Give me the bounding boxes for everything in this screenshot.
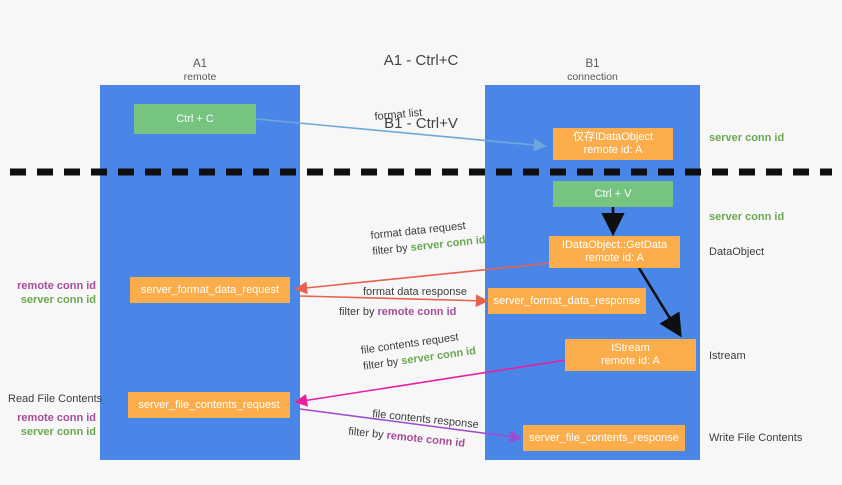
filter-by-text-4: filter by [347,425,388,442]
node-idataobject-getdata[interactable]: IDataObject::GetData remote id: A [549,236,680,268]
node-server-format-data-request[interactable]: server_format_data_request [130,277,290,303]
right-label-istream: Istream [709,350,746,362]
lane-b1-name: B1 [585,58,600,70]
node-ctrl-v-label: Ctrl + V [594,187,632,200]
msg-format-data-response-filter: filter by remote conn id [339,305,467,319]
node-getdata-title: IDataObject::GetData [561,239,668,251]
node-server-format-data-request-label: server_format_data_request [140,283,280,296]
lane-header-b1: B1 connection [485,58,700,84]
node-server-file-contents-request[interactable]: server_file_contents_request [128,392,290,418]
node-idataobject-top-sub: remote id: A [583,144,643,156]
lane-a1-sub: remote [183,71,217,83]
node-ctrl-c-label: Ctrl + C [176,112,214,125]
node-istream[interactable]: IStream remote id: A [565,339,696,371]
title-line-2: B1 - Ctrl+V [384,115,458,132]
node-server-file-contents-request-label: server_file_contents_request [138,398,280,411]
left-label-read-file-contents: Read File Contents [8,393,103,405]
arrow-format-data-response [299,294,489,308]
node-server-format-data-response-label: server_format_data_response [493,294,641,307]
node-ctrl-c[interactable]: Ctrl + C [134,104,256,134]
arrow-file-contents-response [299,408,523,443]
node-getdata-sub: remote id: A [585,252,644,264]
lane-b1-sub: connection [567,71,618,83]
node-istream-title: IStream [611,342,650,354]
node-server-file-contents-response[interactable]: server_file_contents_response [523,425,685,451]
arrow-format-list [255,118,547,152]
lane-a1-name: A1 [192,58,208,70]
right-label-write-file-contents: Write File Contents [709,432,803,444]
left-label-remote-conn-id-1: remote conn id [17,280,96,292]
page-title: A1 - Ctrl+C B1 - Ctrl+V [0,8,842,155]
filter-by-text-2: filter by [339,306,378,318]
msg-format-data-response: format data response filter by remote co… [339,285,467,319]
right-label-server-conn-id-1: server conn id [709,132,785,144]
node-server-format-data-response[interactable]: server_format_data_response [488,288,646,314]
left-label-server-conn-id-1: server conn id [20,294,96,306]
arrow-format-data-request [294,262,552,295]
arrow-getdata-to-istream [637,267,682,338]
lane-header-a1: A1 remote [100,58,300,84]
right-label-dataobject: DataObject [709,246,765,258]
left-label-conn-group-2: remote conn id server conn id [0,411,96,439]
left-label-conn-group-1: remote conn id server conn id [0,279,96,307]
node-idataobject-top-title: 仅存IDataObject [572,131,654,143]
node-idataobject-top[interactable]: 仅存IDataObject remote id: A [553,128,673,160]
title-line-1: A1 - Ctrl+C [383,52,459,69]
right-label-server-conn-id-2: server conn id [709,211,785,223]
node-istream-sub: remote id: A [601,355,660,367]
filter-by-text-1: filter by [371,241,412,258]
node-server-file-contents-response-label: server_file_contents_response [529,431,679,444]
msg-format-data-response-text: format data response [363,286,467,298]
left-label-remote-conn-id-2: remote conn id [17,412,96,424]
arrow-file-contents-request [294,359,567,407]
left-label-server-conn-id-2: server conn id [20,426,96,438]
filter-remote-conn-id-2: remote conn id [377,306,457,318]
node-ctrl-v[interactable]: Ctrl + V [553,181,673,207]
